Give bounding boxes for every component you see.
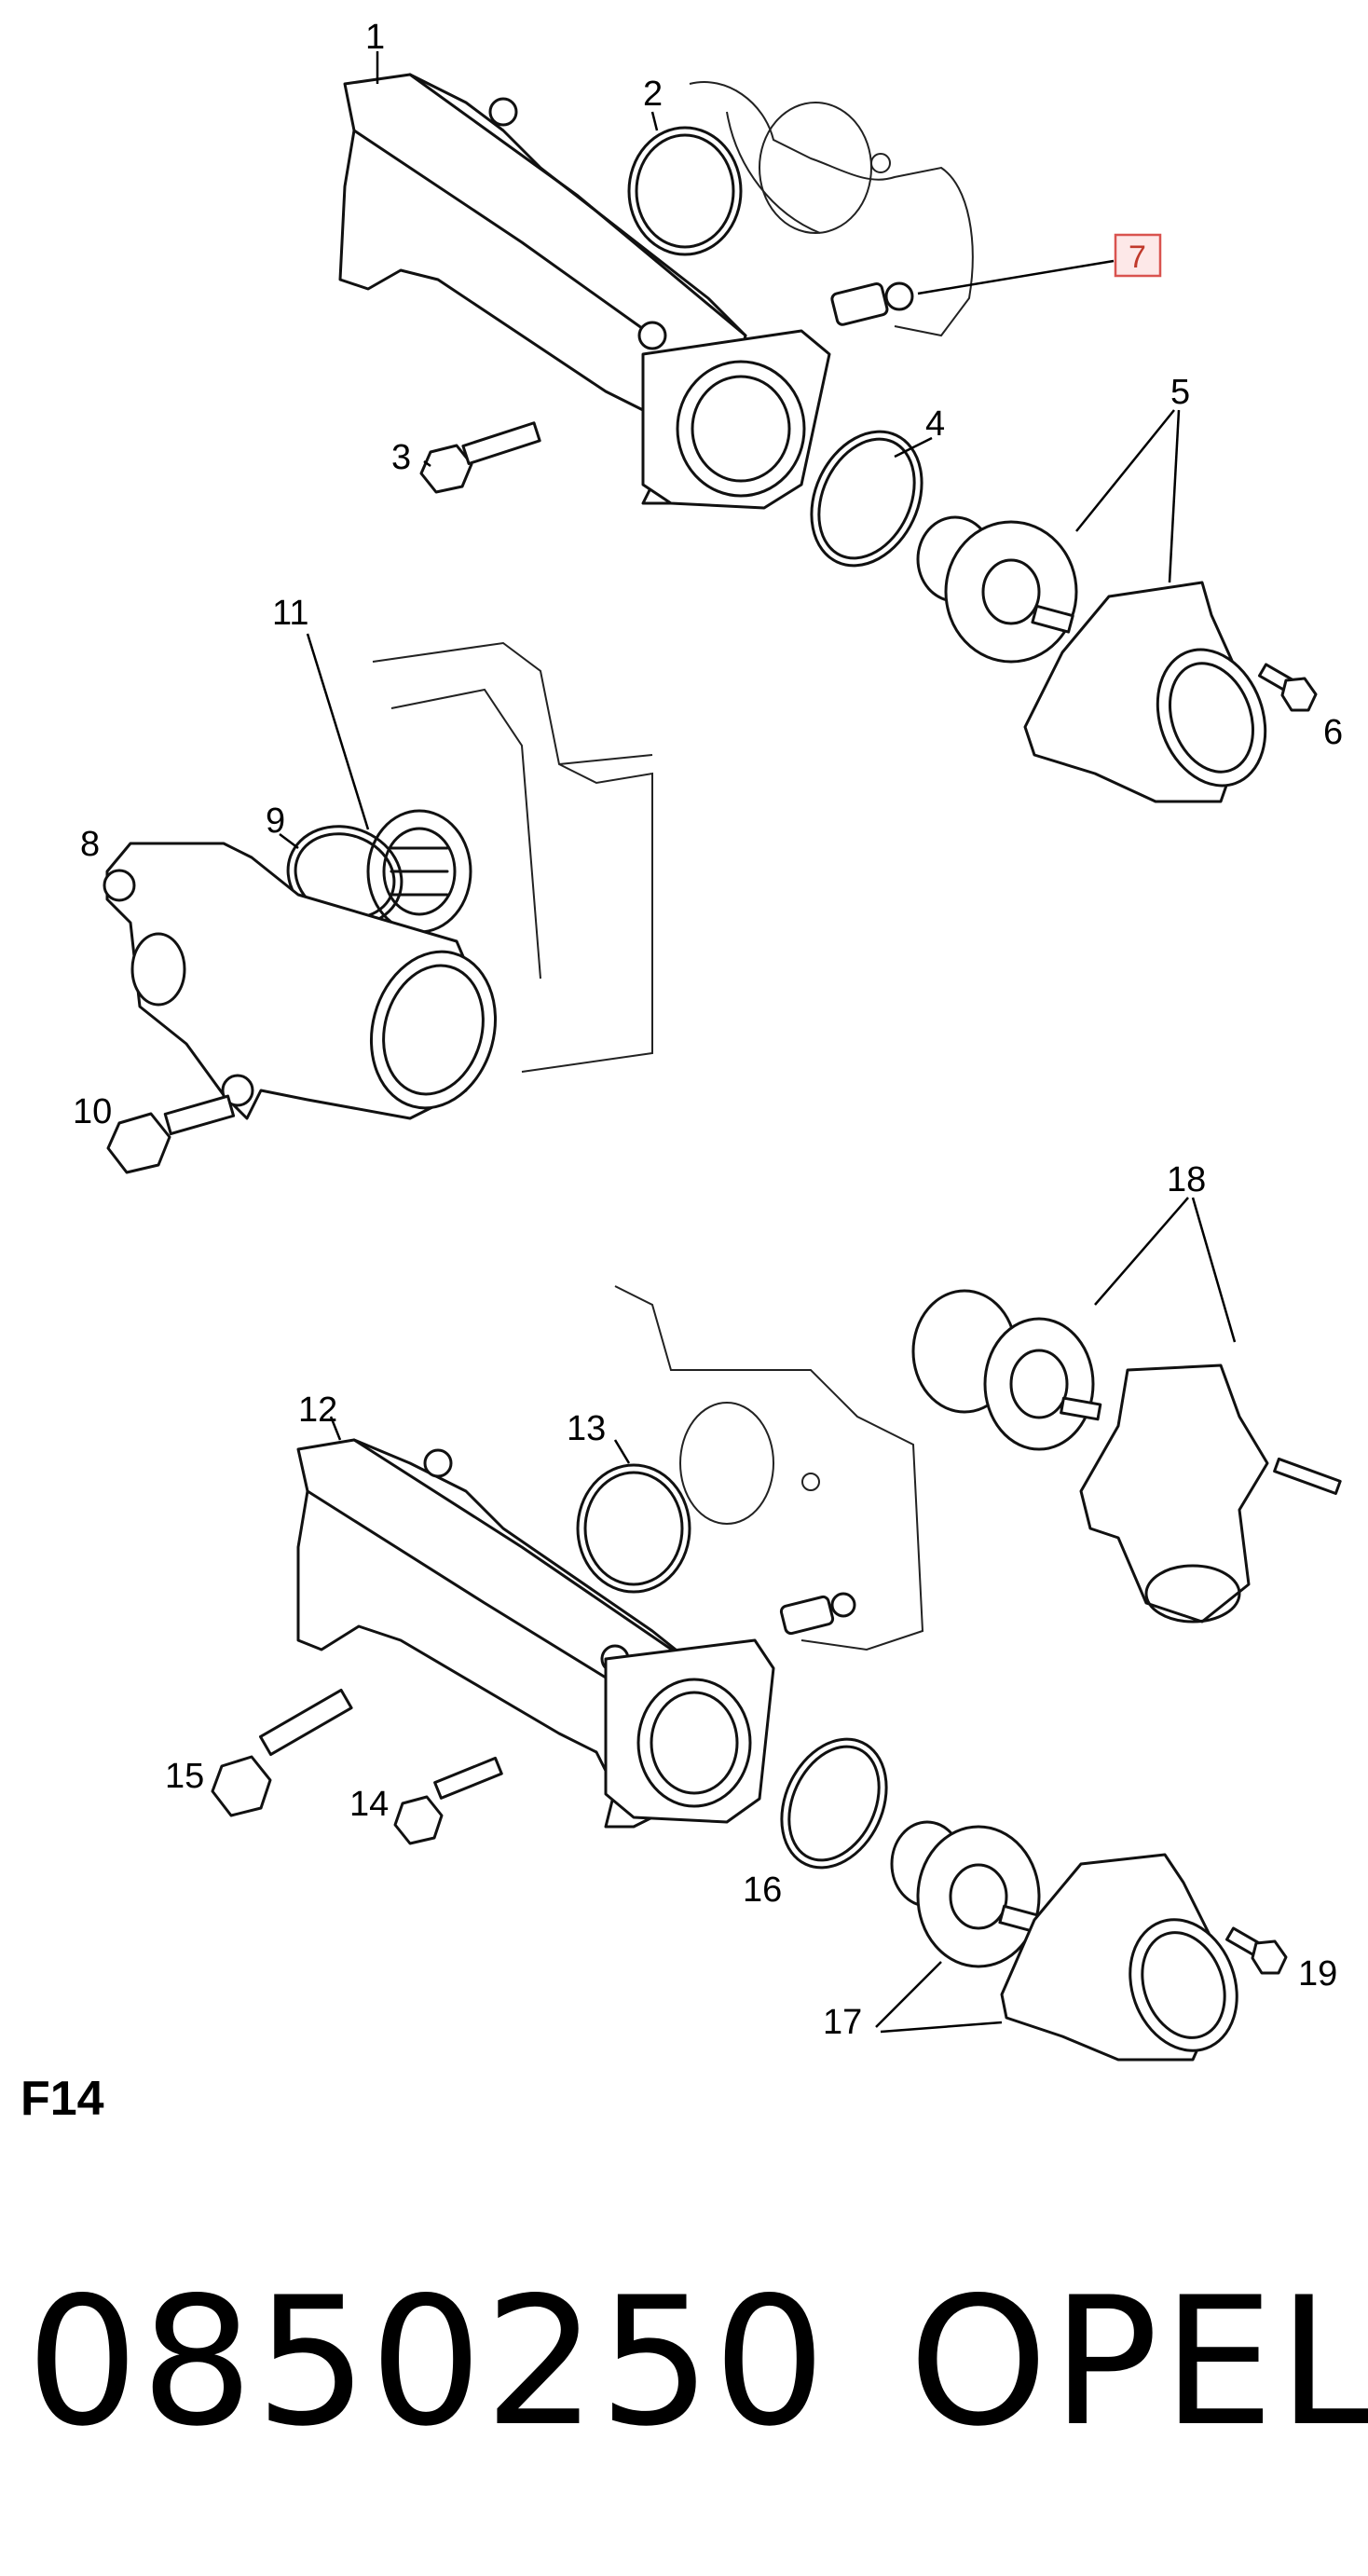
part-7-fitting (830, 281, 914, 326)
part-13-gasket (576, 1463, 691, 1594)
part-19-bolt (1225, 1926, 1288, 1975)
callout-19: 19 (1298, 1954, 1337, 1994)
part-15-bolt (211, 1688, 353, 1817)
callout-9: 9 (266, 802, 285, 841)
part-12-flange (604, 1638, 775, 1824)
callout-16: 16 (743, 1870, 782, 1910)
part-17-thermostat (890, 1820, 1042, 1968)
part-16-oring (780, 1737, 888, 1870)
part-5-housing (1023, 581, 1267, 803)
callout-14: 14 (349, 1785, 389, 1824)
callout-12: 12 (298, 1391, 337, 1430)
callout-15: 15 (165, 1757, 204, 1796)
bottom-fitting (779, 1592, 856, 1636)
callout-1: 1 (365, 18, 385, 57)
bottom-assembly (211, 1285, 1342, 2062)
part-14-bolt (393, 1756, 503, 1845)
callout-5: 5 (1170, 373, 1190, 412)
part-1-flange (641, 329, 831, 510)
callout-13: 13 (567, 1409, 606, 1448)
part-12-pipe (296, 1438, 701, 1829)
part-11-thermostat (366, 809, 472, 934)
part-18-housing (1079, 1363, 1342, 1624)
callout-18: 18 (1167, 1160, 1206, 1199)
part-5-thermostat (916, 515, 1078, 664)
part-2-gasket (627, 126, 743, 256)
callout-6: 6 (1323, 713, 1343, 752)
part-18-thermostat (911, 1289, 1102, 1451)
brand-name: OPEL (909, 2259, 1368, 2465)
footer: 0850250 OPEL (0, 2255, 1368, 2479)
part-number: 0850250 (26, 2259, 828, 2465)
middle-assembly (103, 641, 653, 1174)
callout-7: 7 (1129, 240, 1146, 275)
callout-labels: 1 2 3 4 5 6 8 9 10 11 12 13 14 15 16 17 … (73, 18, 1343, 2042)
leader-lines (279, 51, 1237, 2034)
part-10-bolt (106, 1094, 236, 1174)
part-8-housing (103, 842, 498, 1120)
callout-11: 11 (272, 594, 308, 633)
part-17-housing (1000, 1853, 1238, 2062)
part-3-bolt (419, 421, 541, 494)
diagram-id-label: F14 (21, 2072, 104, 2126)
part-6-bolt (1257, 663, 1318, 712)
callout-4: 4 (925, 404, 945, 444)
callout-3: 3 (391, 438, 411, 477)
callout-8: 8 (80, 825, 100, 864)
top-assembly (338, 73, 1318, 803)
callout-10: 10 (73, 1092, 112, 1131)
part-4-oring (810, 430, 923, 568)
callout-7-highlight[interactable]: 7 (1114, 233, 1162, 278)
callout-2: 2 (643, 75, 663, 114)
callout-17: 17 (823, 2003, 862, 2042)
